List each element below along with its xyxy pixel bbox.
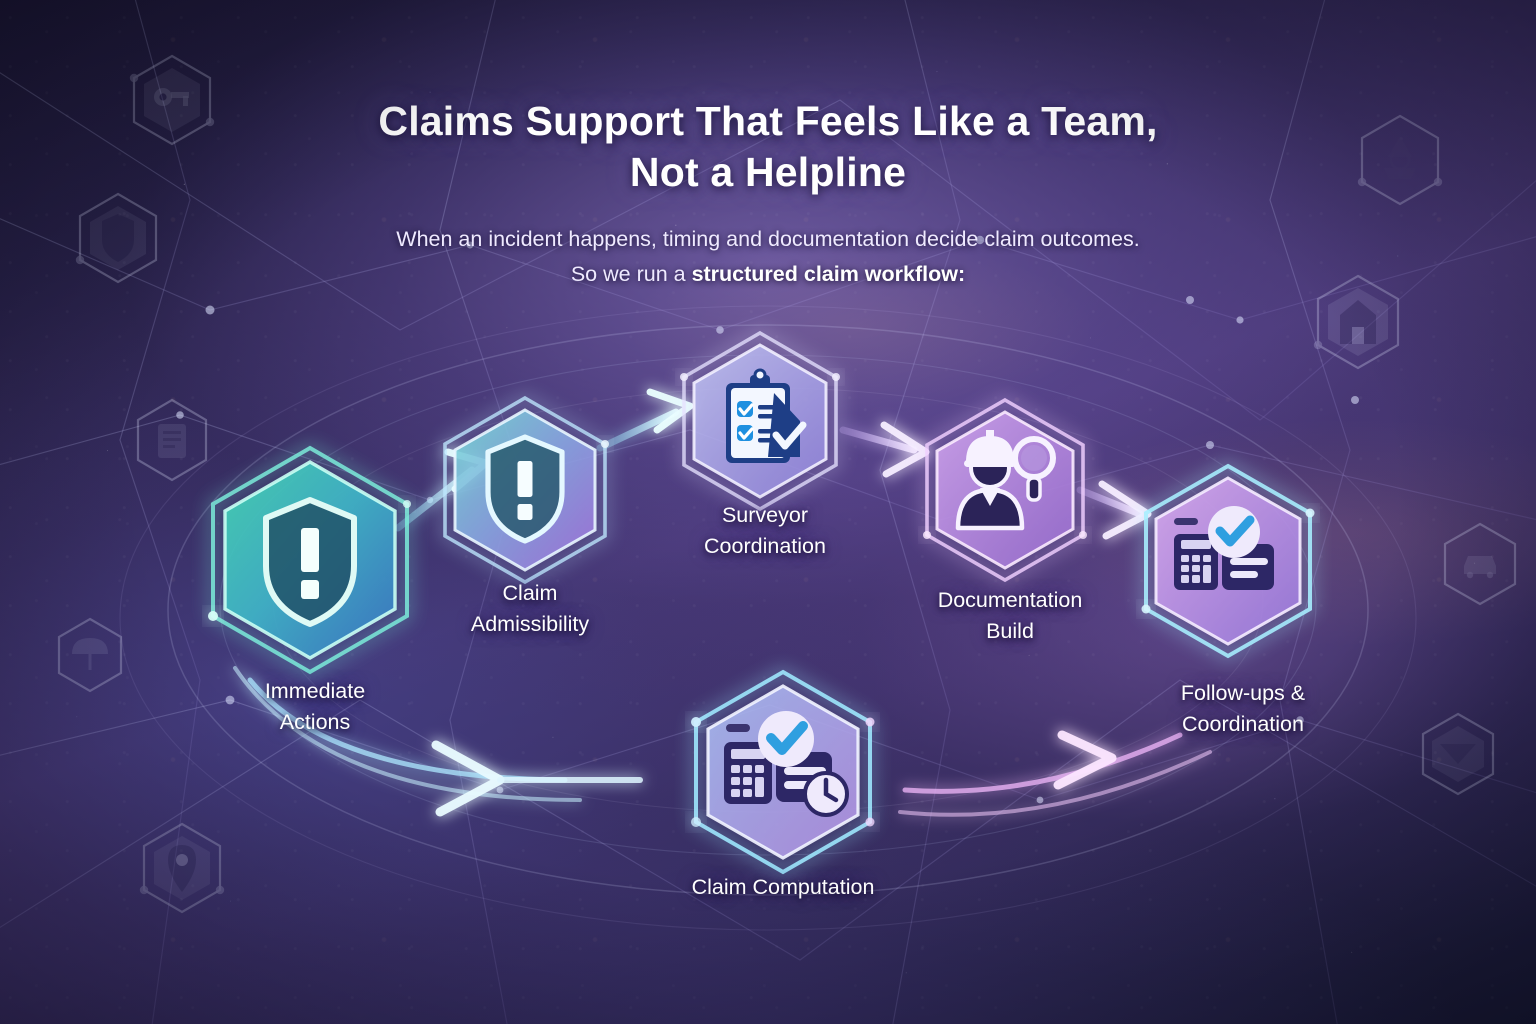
connector-surveyor-to-documentation <box>839 421 930 478</box>
subtitle-line-1: When an incident happens, timing and doc… <box>396 227 1140 251</box>
surveyor-inspector-icon <box>955 430 1056 531</box>
node-label-surveyor-coordination: Surveyor Coordination <box>704 503 826 559</box>
title-line-1: Claims Support That Feels Like a Team, <box>378 98 1158 144</box>
shield-alert-icon <box>485 434 565 544</box>
workflow-node-claim-computation[interactable] <box>691 669 875 875</box>
connector-computation-to-followups <box>898 730 1212 817</box>
node-label-claim-admissibility: Claim Admissibility <box>470 581 590 637</box>
connector-immediate-to-admissibility <box>394 448 490 532</box>
document-icon <box>136 398 208 482</box>
workflow-node-immediate-actions[interactable] <box>208 445 411 675</box>
box-icon <box>1421 712 1495 796</box>
location-pin-icon <box>139 822 225 914</box>
workflow-node-claim-admissibility[interactable] <box>443 395 609 585</box>
clipboard-checklist-icon <box>726 368 807 463</box>
car-icon <box>1443 522 1517 606</box>
workflow-node-surveyor-coordination[interactable] <box>680 330 840 512</box>
title-line-2: Not a Helpline <box>629 148 907 195</box>
page-subtitle: When an incident happens, timing and doc… <box>0 222 1536 293</box>
node-label-follow-ups-coordination: Follow-ups & Coordination <box>1180 681 1306 737</box>
workflow-node-documentation-build[interactable] <box>923 397 1087 583</box>
shield-alert-icon <box>263 497 357 627</box>
workflow-node-follow-ups-coordination[interactable] <box>1141 463 1315 659</box>
page-title: Claims Support That Feels Like a Team, N… <box>0 96 1536 198</box>
node-label-claim-computation: Claim Computation <box>691 875 875 899</box>
connector-documentation-to-followups <box>1076 480 1152 540</box>
node-label-documentation-build: Documentation Build <box>937 588 1083 644</box>
calculator-check-icon <box>1174 506 1274 590</box>
subtitle-emphasis: structured claim workflow: <box>691 262 966 287</box>
connector-admissibility-to-surveyor <box>596 388 694 452</box>
node-label-immediate-actions: Immediate Actions <box>264 679 366 735</box>
umbrella-icon <box>57 617 123 693</box>
subtitle-line-2: So we run a structured claim workflow: <box>0 257 1536 292</box>
subtitle-prefix: So we run a <box>570 262 692 287</box>
calculator-clock-check-icon <box>724 711 849 817</box>
